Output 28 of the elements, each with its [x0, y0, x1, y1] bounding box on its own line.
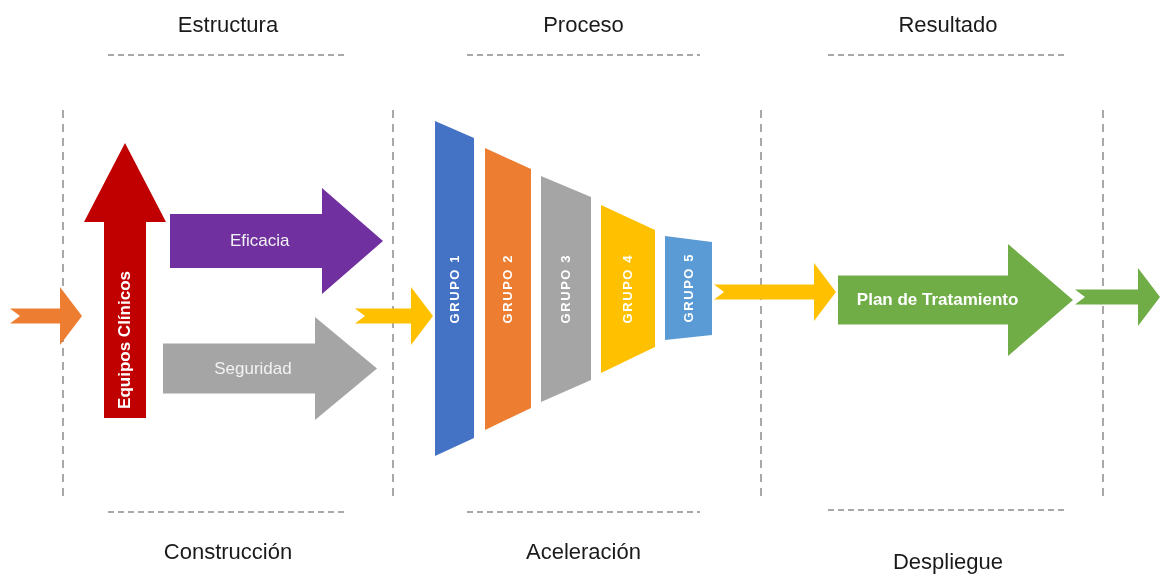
pointed-banner — [84, 143, 166, 418]
arrow-label: GRUPO 4 — [619, 254, 637, 324]
chevron-arrow — [355, 287, 433, 345]
section-heading: Estructura — [177, 11, 279, 39]
funnel-segment — [435, 121, 474, 456]
arrow-label: Seguridad — [214, 357, 292, 380]
pointed-banner — [170, 188, 383, 294]
section-heading: Construcción — [163, 538, 293, 566]
section-heading: Resultado — [898, 11, 998, 39]
arrow-label: Plan de Tratamiento — [856, 289, 1019, 312]
pointed-banner — [163, 317, 377, 420]
arrow-label: GRUPO 2 — [499, 254, 517, 324]
funnel-segment — [665, 236, 712, 340]
section-heading: Proceso — [543, 11, 624, 39]
arrow-label: Eficacia — [229, 230, 290, 253]
funnel-segment — [485, 148, 531, 430]
pointed-banner — [838, 244, 1073, 356]
arrow-label: GRUPO 3 — [557, 254, 575, 324]
funnel-segment — [601, 205, 655, 373]
chevron-arrow — [10, 287, 82, 345]
chevron-arrow — [1075, 268, 1160, 326]
funnel-segment — [541, 176, 591, 402]
section-heading: Aceleración — [526, 538, 641, 566]
section-heading: Despliegue — [892, 548, 1004, 576]
arrow-label: GRUPO 1 — [445, 253, 463, 324]
arrow-label: Equipos Clínicos — [114, 271, 136, 409]
arrow-label: GRUPO 5 — [679, 253, 697, 323]
chevron-arrow — [714, 263, 836, 321]
